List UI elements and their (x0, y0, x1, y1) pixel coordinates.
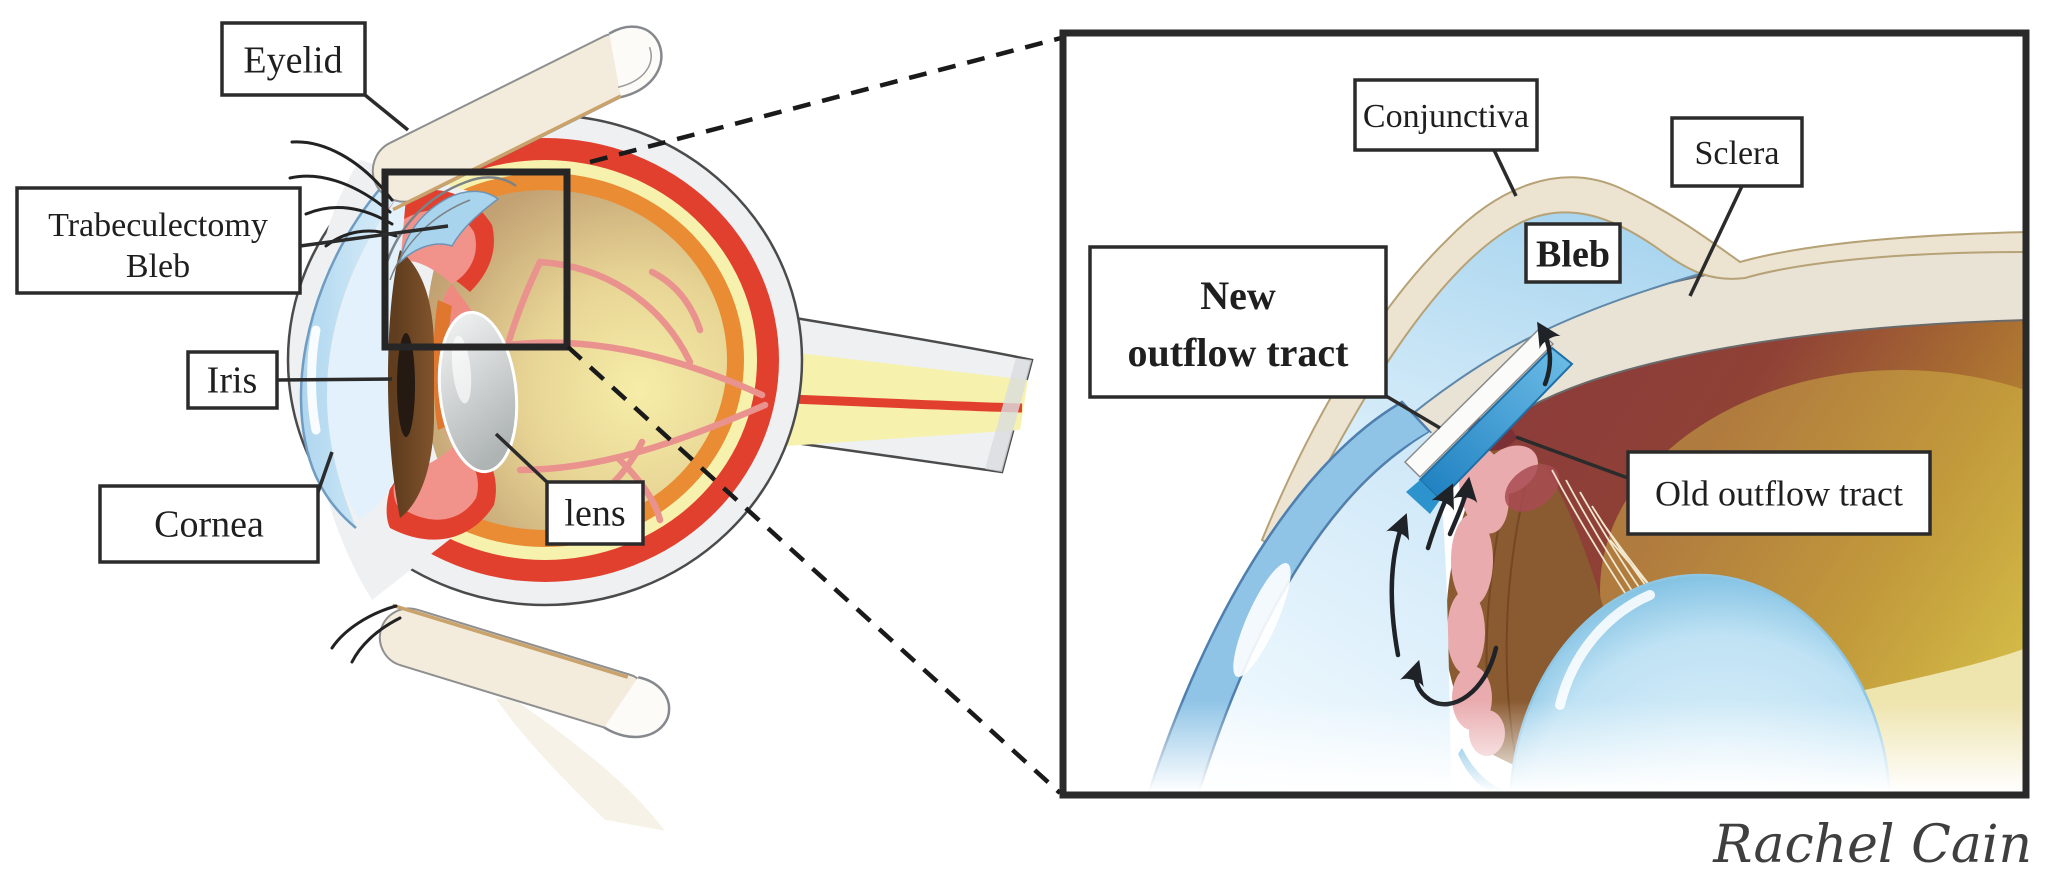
pointer-line (1492, 149, 1518, 197)
inset-border (1059, 29, 2030, 799)
label-conjunctiva-text: Conjunctiva (1363, 98, 1529, 135)
eyelid-fold-loop (608, 25, 663, 99)
pupil (397, 333, 415, 437)
label-trabeculectomy-bleb: Trabeculectomy Bleb (15, 186, 449, 295)
bleb-exit-arrow (1537, 321, 1561, 387)
label-sclera-text: Sclera (1695, 135, 1780, 172)
lens-highlight (451, 335, 472, 404)
label-lens-text: lens (564, 492, 625, 534)
label-lens: lens (494, 432, 645, 546)
label-iris-text: Iris (207, 359, 258, 401)
label-old-outflow-text: Old outflow tract (1655, 474, 1903, 514)
pointer-line (1515, 435, 1629, 480)
label-trabeculectomy-line2: Bleb (126, 248, 190, 285)
eyelid-fold-loop (603, 676, 671, 739)
pointer-line (1385, 394, 1441, 430)
lens (437, 310, 519, 474)
label-new-outflow-line2: outflow tract (1127, 330, 1349, 375)
eye-cross-section: Eyelid Trabeculectomy Bleb Iris Cornea l… (15, 21, 1062, 831)
entrance-arrow-2 (1447, 476, 1478, 537)
entrance-arrow-1 (1425, 483, 1454, 551)
label-eyelid: Eyelid (220, 21, 410, 132)
cornea-surface (299, 171, 396, 529)
zoom-connector-top (589, 35, 1062, 165)
inset-panel: Conjunctiva Sclera Bleb New outflow trac… (1059, 29, 2030, 799)
pointer-line (1688, 185, 1744, 297)
pointer-line (363, 93, 410, 132)
label-bleb: Bleb (1524, 222, 1622, 284)
iris-root-shadow (1504, 464, 1560, 512)
central-retinal-vessel (769, 393, 1023, 413)
label-eyelid-text: Eyelid (243, 39, 342, 81)
bottom-fade (1066, 620, 2023, 792)
label-new-outflow-tract: New outflow tract (1088, 245, 1441, 430)
conjunctiva-layer (1260, 176, 2023, 554)
label-iris: Iris (186, 350, 393, 410)
pointer-line (316, 451, 334, 493)
eyelid-margin-line (392, 603, 629, 679)
cornea (300, 172, 407, 528)
lower-eyelashes (330, 604, 402, 664)
conjunctiva-line-outer (383, 176, 517, 269)
label-new-outflow-line1: New (1200, 273, 1276, 318)
eyelid-margin-line (392, 93, 623, 212)
zoom-region-square (381, 168, 571, 351)
label-cornea: Cornea (98, 451, 334, 564)
upper-eyelid (288, 25, 663, 248)
label-trabeculectomy-line1: Trabeculectomy (48, 207, 268, 244)
optic-nerve-fibers (786, 352, 1028, 446)
label-sclera: Sclera (1670, 116, 1804, 297)
pointer-line (276, 377, 393, 382)
lower-eyelid (330, 603, 671, 831)
label-bleb-text: Bleb (1536, 233, 1610, 275)
bleb-fluid-pocket (398, 190, 500, 265)
label-old-outflow-tract: Old outflow tract (1515, 435, 1932, 536)
label-conjunctiva: Conjunctiva (1353, 78, 1539, 197)
channel-entrance (1406, 480, 1440, 514)
pointer-line (299, 224, 449, 248)
artist-signature: Rachel Cain (1712, 815, 2032, 875)
label-cornea-text: Cornea (154, 503, 264, 545)
pointer-line (494, 432, 551, 486)
zoom-connector-bottom (566, 345, 1062, 795)
optic-nerve (769, 314, 1034, 474)
